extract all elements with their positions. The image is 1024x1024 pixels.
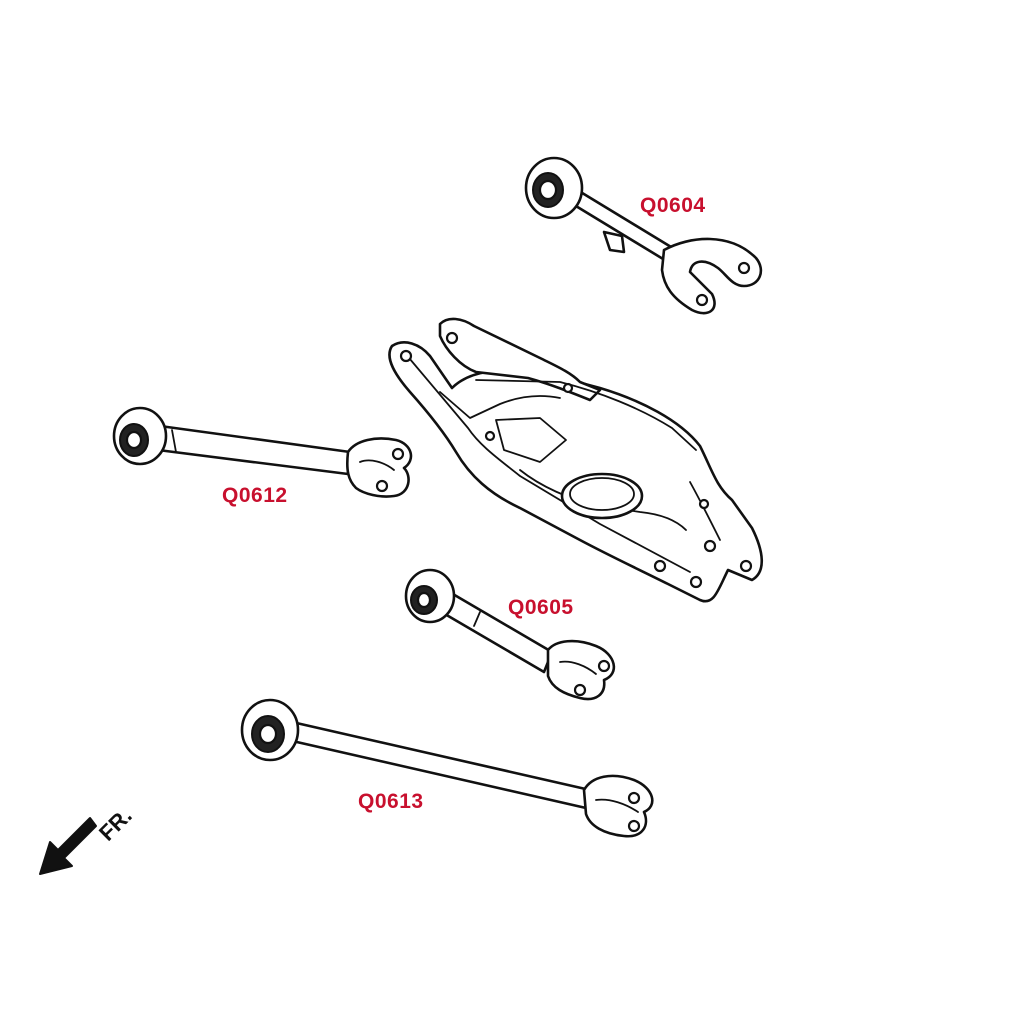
label-q0604: Q0604 bbox=[640, 194, 706, 217]
part-q0604-arm bbox=[524, 156, 763, 315]
part-q0613-arm bbox=[240, 698, 654, 838]
label-q0605: Q0605 bbox=[508, 596, 574, 619]
arrow-down-left-icon bbox=[39, 817, 97, 875]
lower-control-arm bbox=[388, 317, 764, 603]
part-q0612-arm bbox=[112, 406, 413, 498]
label-q0612: Q0612 bbox=[222, 484, 288, 507]
label-q0613: Q0613 bbox=[358, 790, 424, 813]
part-q0605-arm bbox=[404, 568, 616, 701]
